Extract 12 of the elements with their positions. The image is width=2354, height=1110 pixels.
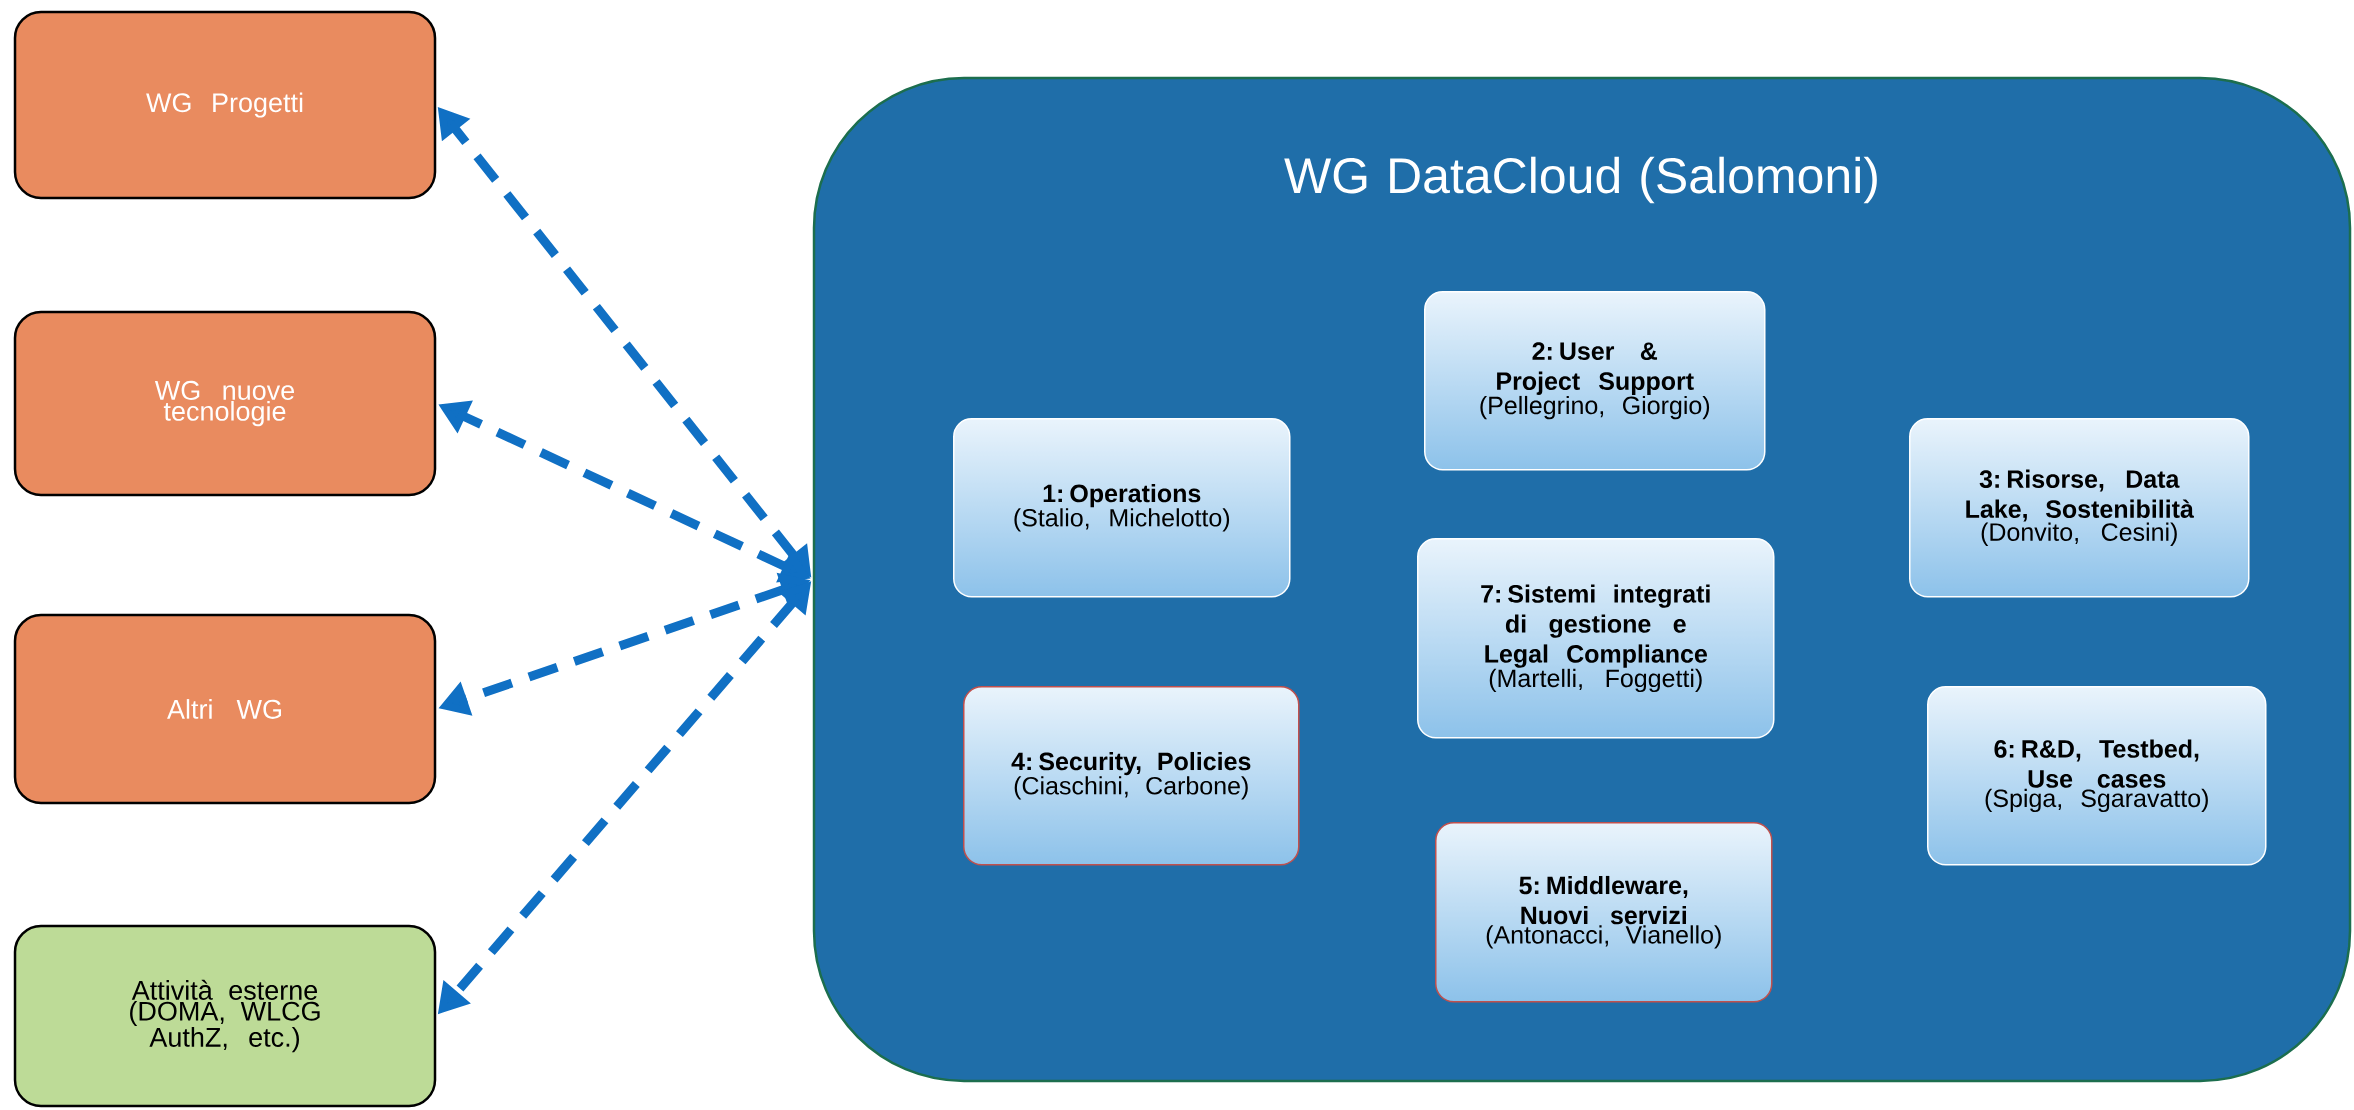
group-box: Attività esterne (DOMA, WLCG AuthZ, etc.) (13, 924, 437, 1108)
task-box: 5: Middleware, Nuovi servizi (Antonacci, Vianello) (1435, 822, 1773, 1003)
task-box: 6: R&D, Testbed, Use cases (Spiga, Sgaravatto) (1927, 686, 2267, 866)
task-box: 1: Operations (Stalio, Michelotto) (953, 418, 1291, 598)
task-box: 2: User & Project Support (Pellegrino, Giorgio) (1424, 291, 1766, 471)
group-box: WG Progetti (13, 10, 437, 200)
group-box: WG nuove tecnologie (13, 310, 437, 497)
task-box: 3: Risorse, Data Lake, Sostenibilità (Donvito, Cesini) (1909, 418, 2250, 598)
task-box: 7: Sistemi integrati di gestione e Legal Compliance (Martelli, Foggetti) (1417, 538, 1775, 739)
task-box: 4: Security, Policies (Ciaschini, Carbone) (963, 686, 1300, 866)
container-title: WG DataCloud (Salomoni) (1284, 156, 1877, 204)
group-box: Altri WG (13, 613, 437, 805)
